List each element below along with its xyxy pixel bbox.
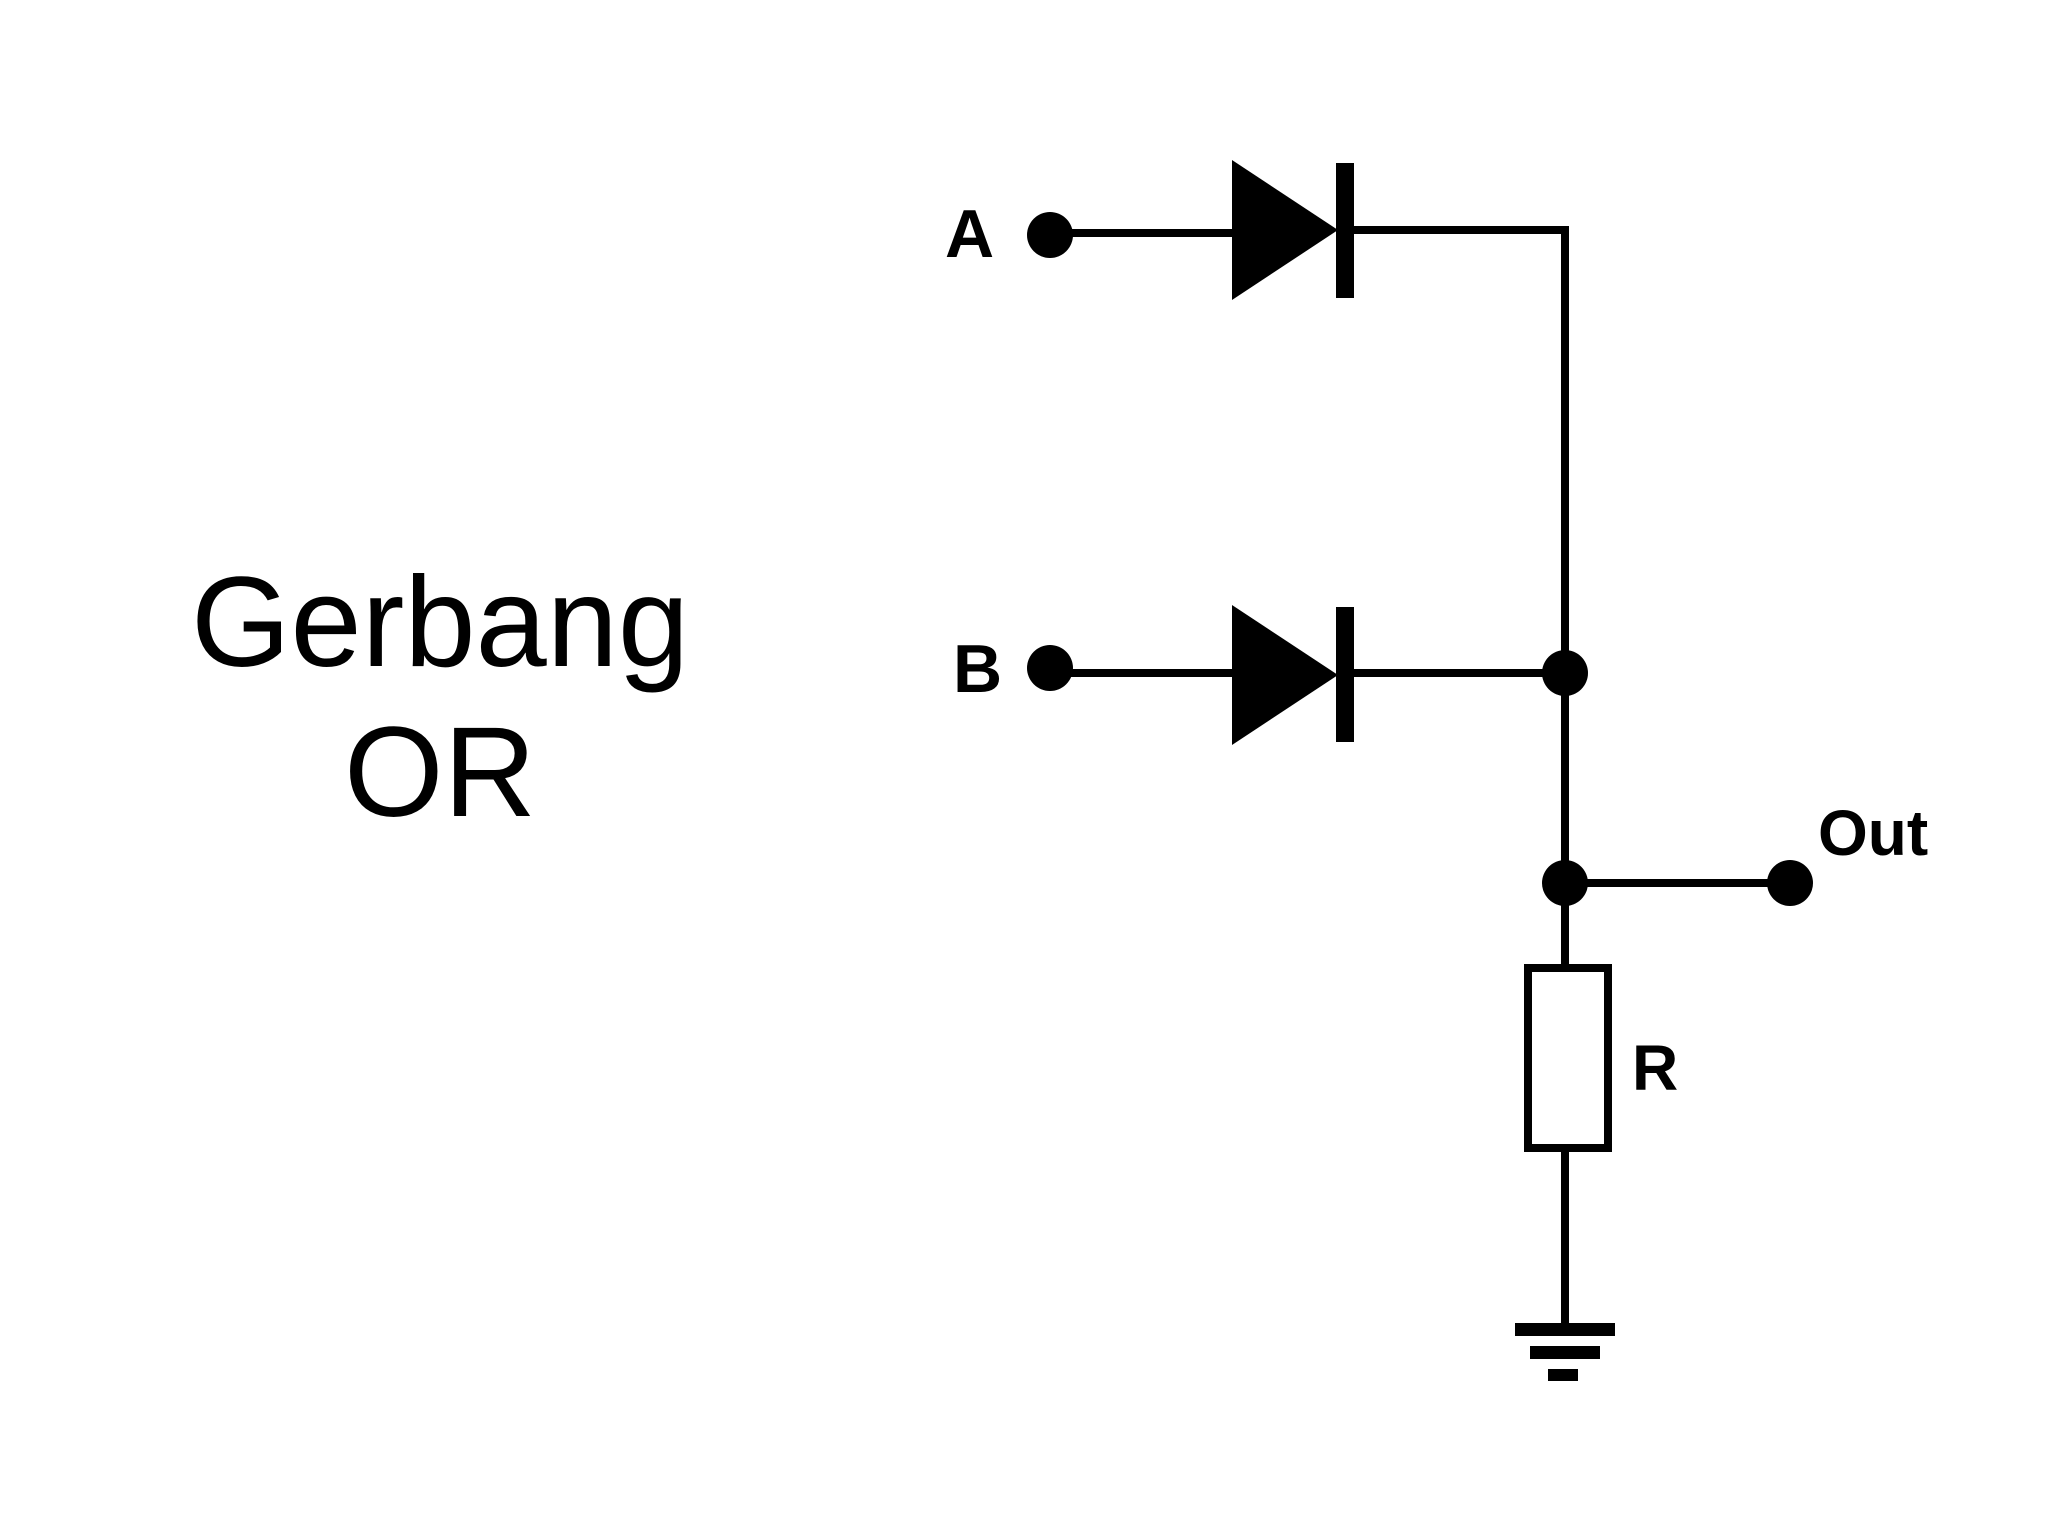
input-a-terminal bbox=[1027, 212, 1073, 258]
title-line-1: Gerbang bbox=[190, 551, 690, 694]
output-label: Out bbox=[1818, 797, 1928, 869]
junction-dot-out bbox=[1542, 860, 1588, 906]
resistor bbox=[1524, 964, 1612, 1152]
resistor-label: R bbox=[1632, 1032, 1678, 1104]
slide-title: Gerbang OR bbox=[130, 548, 750, 848]
diode-a bbox=[1232, 160, 1354, 300]
ground-icon bbox=[1515, 1323, 1615, 1381]
input-b-terminal bbox=[1027, 645, 1073, 691]
input-b-label: B bbox=[953, 631, 1002, 707]
diode-b bbox=[1232, 605, 1354, 745]
input-a-label: A bbox=[945, 196, 994, 272]
title-line-2: OR bbox=[344, 701, 536, 844]
output-terminal bbox=[1767, 860, 1813, 906]
junction-dot-b bbox=[1542, 650, 1588, 696]
diode-a-output-wire bbox=[1345, 226, 1569, 678]
